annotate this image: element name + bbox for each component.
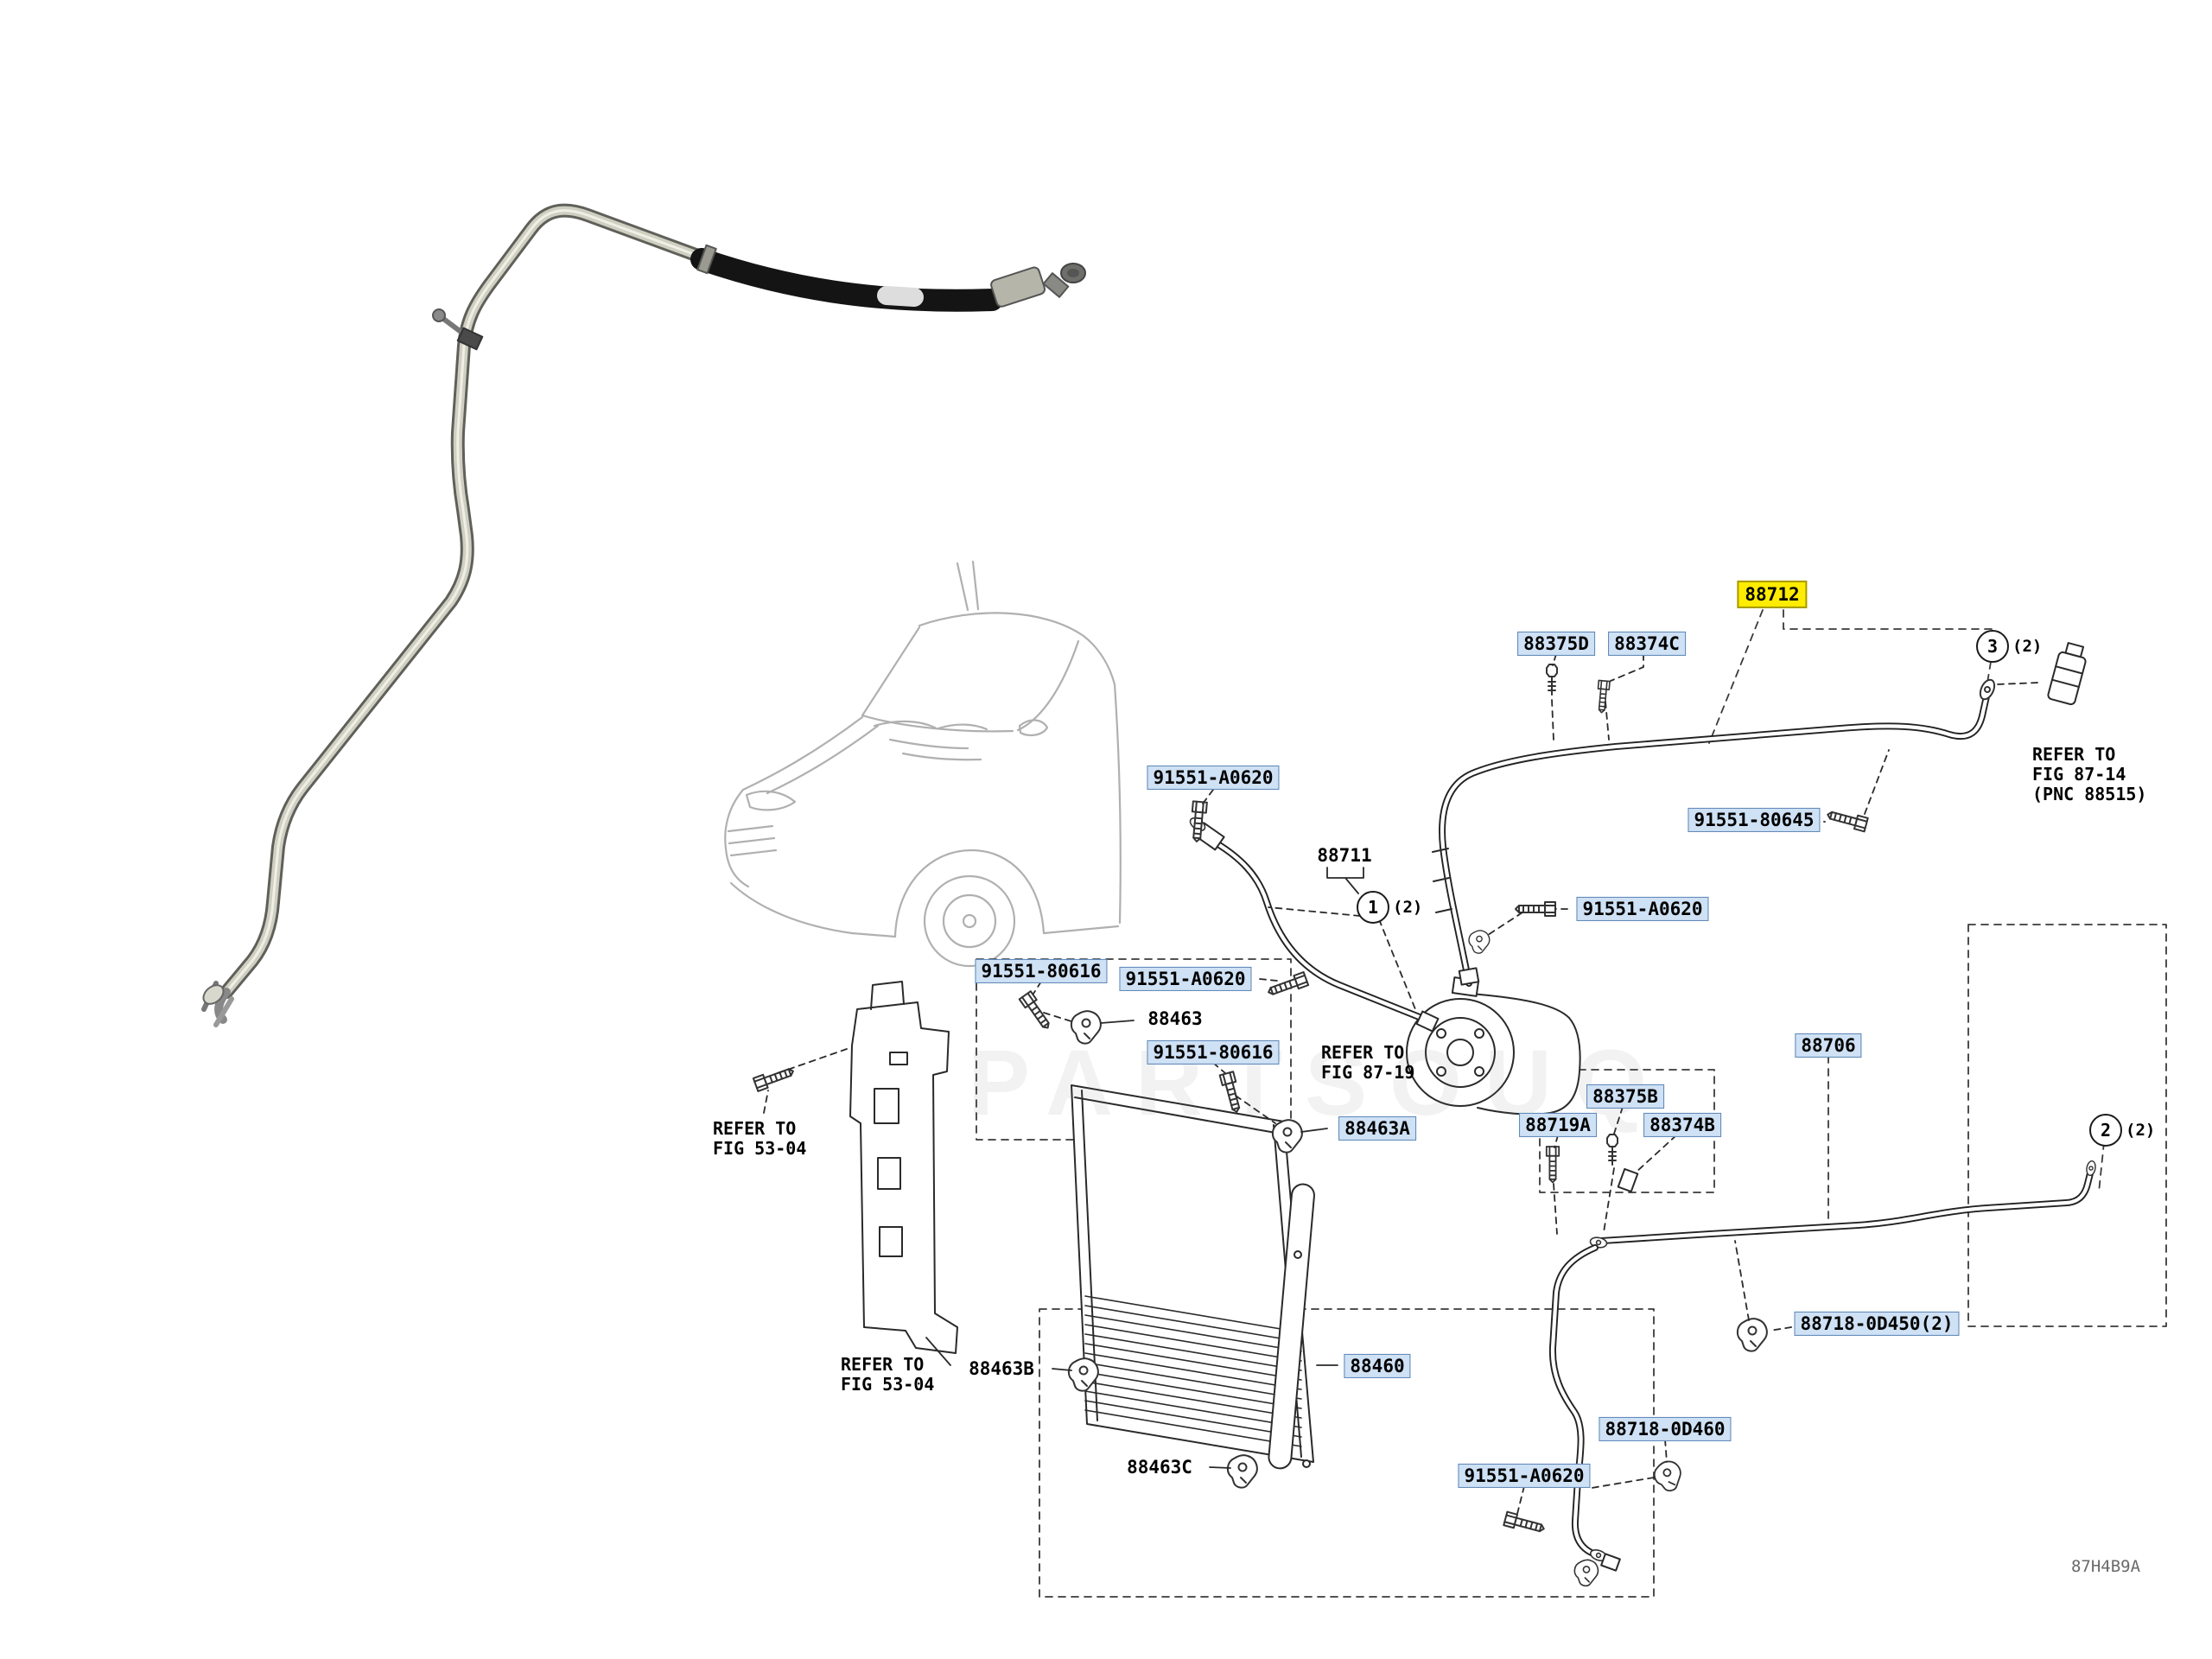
leader-lines <box>925 1020 1338 1469</box>
callout-1[interactable]: 1(2) <box>1357 891 1422 924</box>
part-label[interactable]: 88719A <box>1519 1112 1597 1138</box>
bracket-88463C <box>1226 1454 1258 1489</box>
assembly-dashed-boxes <box>976 609 2167 1598</box>
part-label[interactable]: 88374B <box>1643 1112 1721 1138</box>
part-label[interactable]: 88374C <box>1608 631 1686 657</box>
part-label[interactable]: 91551-A0620 <box>1119 966 1252 992</box>
callout-number[interactable]: 2 <box>2089 1114 2122 1147</box>
diagram-code: 87H4B9A <box>2070 1557 2141 1577</box>
part-label[interactable]: 88375D <box>1517 631 1595 657</box>
part-label[interactable]: 91551-80616 <box>1147 1039 1280 1065</box>
clamp-88718-0D450 <box>1736 1318 1768 1352</box>
part-label[interactable]: 88460 <box>1344 1353 1411 1379</box>
vehicle-outline-sketch <box>724 560 1122 968</box>
callout-quantity: (2) <box>2012 637 2043 656</box>
pipe-photo <box>201 203 1086 1027</box>
callout-3[interactable]: 3(2) <box>1976 630 2042 663</box>
bolt-88374C <box>1595 679 1611 715</box>
part-label[interactable]: 91551-80645 <box>1688 807 1821 833</box>
reference-note: REFER TO FIG 53-04 <box>841 1354 935 1395</box>
hose-88711 <box>1187 815 1440 1033</box>
dashed-leaders <box>763 653 2040 1515</box>
compressor <box>1406 976 1581 1116</box>
radiator-support-bracket <box>849 981 958 1354</box>
stud-88375D <box>1546 664 1558 696</box>
stud-88375B <box>1606 1134 1618 1166</box>
pipe-fork-end <box>201 981 234 1027</box>
callout-quantity: (2) <box>1393 898 1423 917</box>
callout-2[interactable]: 2(2) <box>2089 1114 2155 1147</box>
part-label[interactable]: 88463C <box>1127 1456 1192 1478</box>
part-label[interactable]: 88463B <box>969 1357 1034 1379</box>
reference-note: REFER TO FIG 87-19 <box>1321 1042 1415 1083</box>
bolt-88719A <box>1545 1146 1560 1184</box>
part-label[interactable]: 88712 <box>1737 580 1808 609</box>
part-label[interactable]: 88463A <box>1338 1116 1416 1141</box>
diagram-lines <box>752 609 2167 1598</box>
bolt-91551-80645 <box>1825 806 1869 833</box>
reference-note: REFER TO FIG 87-14 (PNC 88515) <box>2032 744 2147 804</box>
pipe-valve-fitting <box>432 308 484 351</box>
callout-number[interactable]: 1 <box>1357 891 1389 924</box>
pipe-lower-suction <box>1548 1244 1621 1587</box>
bolt-91551-80616-1 <box>1018 990 1055 1033</box>
hose-ferrule <box>696 244 717 275</box>
part-label[interactable]: 88711 <box>1317 844 1372 866</box>
bracket-hose <box>1468 930 1491 954</box>
part-label[interactable]: 91551-80616 <box>975 958 1108 984</box>
pipe-88712 <box>1432 677 1999 987</box>
valve-88374B <box>1617 1167 1639 1193</box>
receiver-drier <box>1268 1183 1315 1470</box>
part-label[interactable]: 88375B <box>1586 1084 1664 1109</box>
part-label[interactable]: 91551-A0620 <box>1576 896 1709 922</box>
bolt-91551-A0620-4 <box>1503 1510 1547 1537</box>
callout-quantity: (2) <box>2126 1121 2156 1140</box>
pressure-sensor <box>2047 642 2087 706</box>
condenser <box>1071 1084 1315 1470</box>
callout-number[interactable]: 3 <box>1976 630 2009 663</box>
pipe-end-fitting <box>990 263 1086 308</box>
part-label[interactable]: 88706 <box>1795 1033 1862 1058</box>
clamp-88718-0D460 <box>1649 1457 1687 1496</box>
bolt-91551-A0620-3 <box>1265 971 1310 1000</box>
part-label[interactable]: 88718-0D450(2) <box>1794 1311 1960 1337</box>
reference-note: REFER TO FIG 53-04 <box>713 1118 807 1159</box>
part-label[interactable]: 91551-A0620 <box>1147 765 1280 791</box>
part-label[interactable]: 91551-A0620 <box>1458 1463 1591 1489</box>
pipe-88706 <box>1588 1160 2097 1249</box>
hardware <box>752 664 1869 1537</box>
part-label[interactable]: 88718-0D460 <box>1599 1416 1732 1442</box>
part-label[interactable]: 88463 <box>1147 1007 1203 1029</box>
